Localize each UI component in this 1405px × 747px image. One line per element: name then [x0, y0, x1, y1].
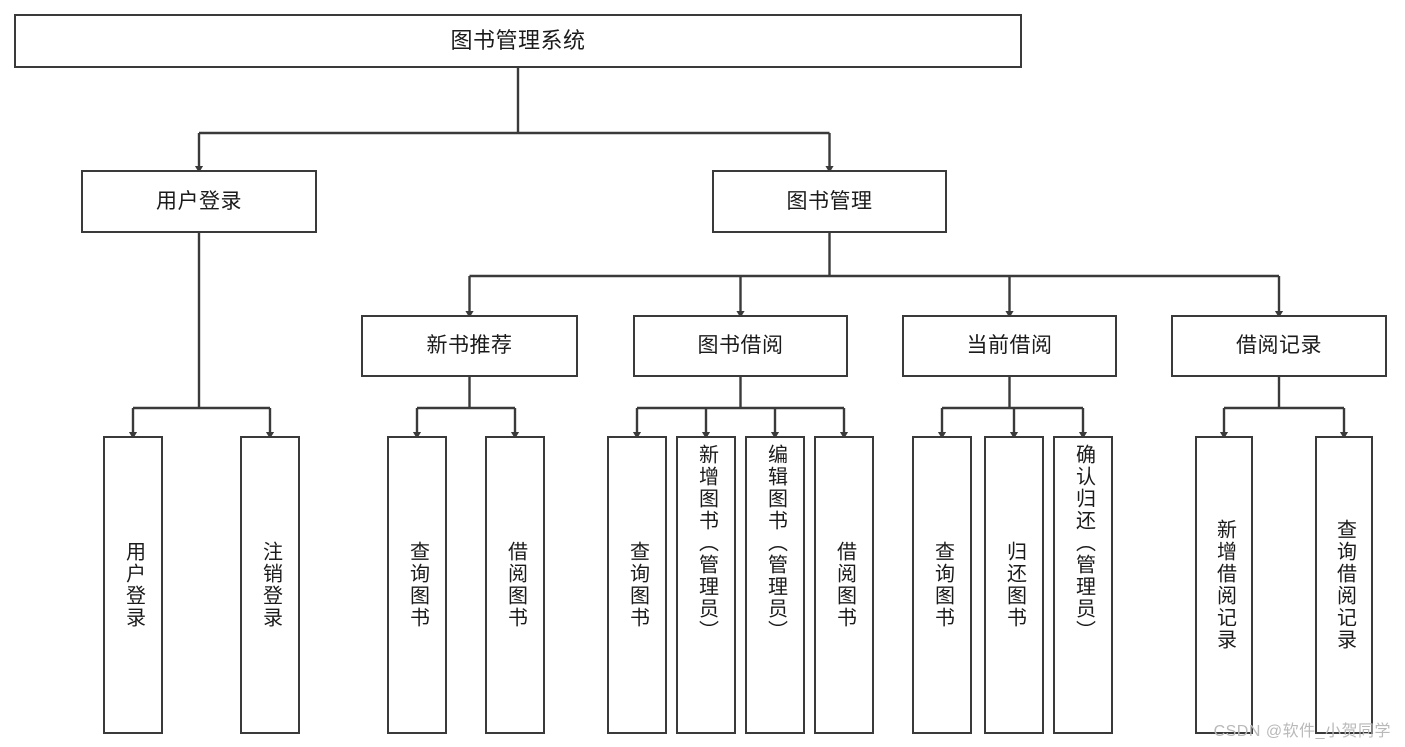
node-label: 用户登录	[156, 189, 242, 213]
node-leaf-query-record[interactable]: 查询借阅记录	[1315, 436, 1373, 734]
node-leaf-query-book-1[interactable]: 查询图书	[387, 436, 447, 734]
node-leaf-add-book[interactable]: 新增图书（管理员）	[676, 436, 736, 734]
node-leaf-query-book-3[interactable]: 查询图书	[912, 436, 972, 734]
node-current-borrow[interactable]: 当前借阅	[902, 315, 1117, 377]
node-label: 确认归还（管理员）	[1072, 444, 1095, 642]
node-label: 注销登录	[259, 541, 282, 629]
node-label: 图书管理	[786, 189, 873, 213]
node-label: 新增图书（管理员）	[695, 444, 718, 642]
node-label: 查询图书	[931, 541, 954, 629]
node-leaf-borrow-book-2[interactable]: 借阅图书	[814, 436, 874, 734]
node-label: 归还图书	[1003, 541, 1026, 629]
node-leaf-return-book[interactable]: 归还图书	[984, 436, 1044, 734]
node-new-book-rec[interactable]: 新书推荐	[361, 315, 578, 377]
node-label: 查询图书	[406, 541, 429, 629]
node-label: 编辑图书（管理员）	[764, 444, 787, 642]
node-borrow-record[interactable]: 借阅记录	[1171, 315, 1387, 377]
node-label: 当前借阅	[966, 334, 1053, 358]
node-label: 查询图书	[626, 541, 649, 629]
node-label: 借阅记录	[1236, 334, 1322, 358]
node-label: 查询借阅记录	[1333, 519, 1356, 651]
node-label: 用户登录	[122, 541, 145, 629]
node-leaf-add-record[interactable]: 新增借阅记录	[1195, 436, 1253, 734]
node-label: 借阅图书	[504, 541, 527, 629]
node-user-login[interactable]: 用户登录	[81, 170, 317, 233]
node-leaf-borrow-book-1[interactable]: 借阅图书	[485, 436, 545, 734]
node-leaf-query-book-2[interactable]: 查询图书	[607, 436, 667, 734]
node-label: 新增借阅记录	[1213, 519, 1236, 651]
node-root[interactable]: 图书管理系统	[14, 14, 1022, 68]
node-book-manage[interactable]: 图书管理	[712, 170, 947, 233]
node-book-borrow[interactable]: 图书借阅	[633, 315, 848, 377]
node-leaf-confirm-return[interactable]: 确认归还（管理员）	[1053, 436, 1113, 734]
node-label: 图书借阅	[697, 334, 784, 358]
node-leaf-user-login[interactable]: 用户登录	[103, 436, 163, 734]
node-leaf-user-logout[interactable]: 注销登录	[240, 436, 300, 734]
node-label: 图书管理系统	[450, 27, 586, 53]
node-leaf-edit-book[interactable]: 编辑图书（管理员）	[745, 436, 805, 734]
node-label: 新书推荐	[426, 334, 513, 358]
node-label: 借阅图书	[833, 541, 856, 629]
watermark: CSDN @软件_小贺同学	[1213, 723, 1391, 740]
